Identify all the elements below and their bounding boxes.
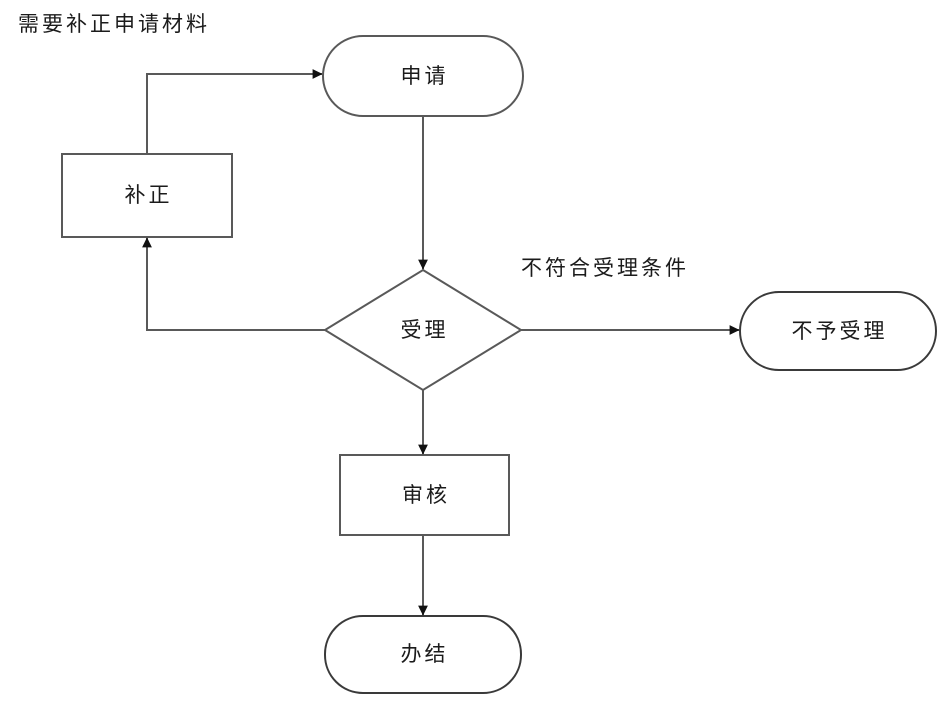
node-shape-supplement[interactable]	[61, 153, 233, 238]
node-shape-accept[interactable]	[323, 268, 523, 392]
node-shape-reject[interactable]	[739, 291, 937, 371]
edge-supplement-to-apply	[146, 69, 323, 154]
node-shape-done[interactable]	[324, 615, 522, 694]
edge-label-need-supplement: 需要补正申请材料	[18, 12, 210, 36]
edge-label-not-meet-conditions: 不符合受理条件	[521, 256, 689, 280]
node-shape-apply[interactable]	[322, 35, 524, 117]
edge-accept-to-supplement	[142, 237, 325, 331]
node-shape-review[interactable]	[339, 454, 510, 536]
